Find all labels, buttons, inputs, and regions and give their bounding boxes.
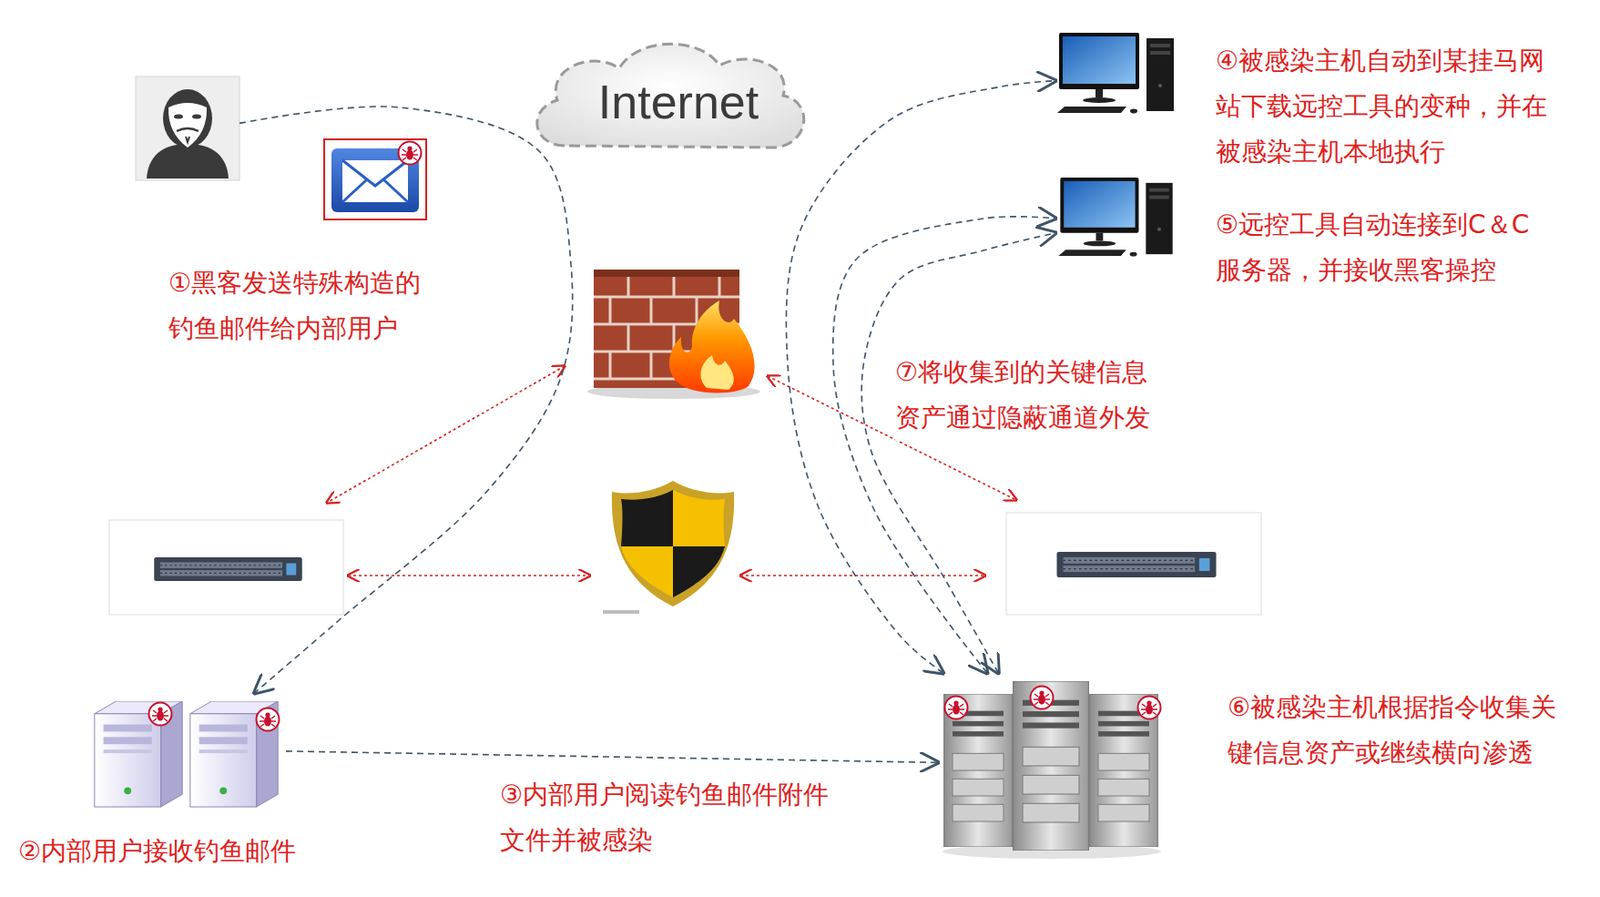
- host-node: ④被感染主机自动到某挂马网 站下载远控工具的变种，并在 被感染主机本地执行: [1055, 30, 1178, 118]
- host-node: ⑤远控工具自动连接到C＆C 服务器，并接收黑客操控: [1055, 175, 1178, 261]
- hacker-icon: [135, 76, 240, 181]
- step-caption: ③内部用户阅读钓鱼邮件附件 文件并被感染: [499, 772, 845, 864]
- hacker-node: ①黑客发送特殊构造的 钓鱼邮件给内部用户: [135, 76, 240, 181]
- cloud-label: Internet: [546, 74, 811, 130]
- step-caption: ②内部用户接收钓鱼邮件: [18, 828, 325, 875]
- attack-path: [285, 751, 938, 763]
- firewall-icon: [587, 269, 761, 399]
- step-caption: ④被感染主机自动到某挂马网 站下载远控工具的变种，并在 被感染主机本地执行: [1215, 38, 1560, 175]
- step-caption: ⑥被感染主机根据指令收集关 键信息资产或继续横向渗透: [1227, 684, 1572, 776]
- switch-icon: [109, 519, 344, 615]
- switch-icon: [1006, 512, 1262, 615]
- step-caption: ⑤远控工具自动连接到C＆C 服务器，并接收黑客操控: [1215, 202, 1542, 294]
- server-icon: [942, 681, 1162, 859]
- pc-icon: [1058, 177, 1172, 257]
- pc-icon: [1057, 32, 1174, 113]
- step-caption: ⑦将收集到的关键信息 资产通过隐蔽通道外发: [895, 349, 1163, 441]
- user-pc-icon: [94, 701, 280, 807]
- shield-icon: [602, 480, 734, 614]
- attack-path: [239, 106, 573, 693]
- cloud-node: Internet: [546, 56, 811, 148]
- user-node: ②内部用户接收钓鱼邮件: [91, 692, 286, 806]
- step-caption: ①黑客发送特殊构造的 钓鱼邮件给内部用户: [168, 260, 437, 352]
- attack-path: [861, 233, 1056, 673]
- server-node: ⑥被感染主机根据指令收集关 键信息资产或继续横向渗透: [937, 672, 1163, 857]
- attack-path: [833, 216, 1056, 673]
- mail-icon: [324, 139, 427, 220]
